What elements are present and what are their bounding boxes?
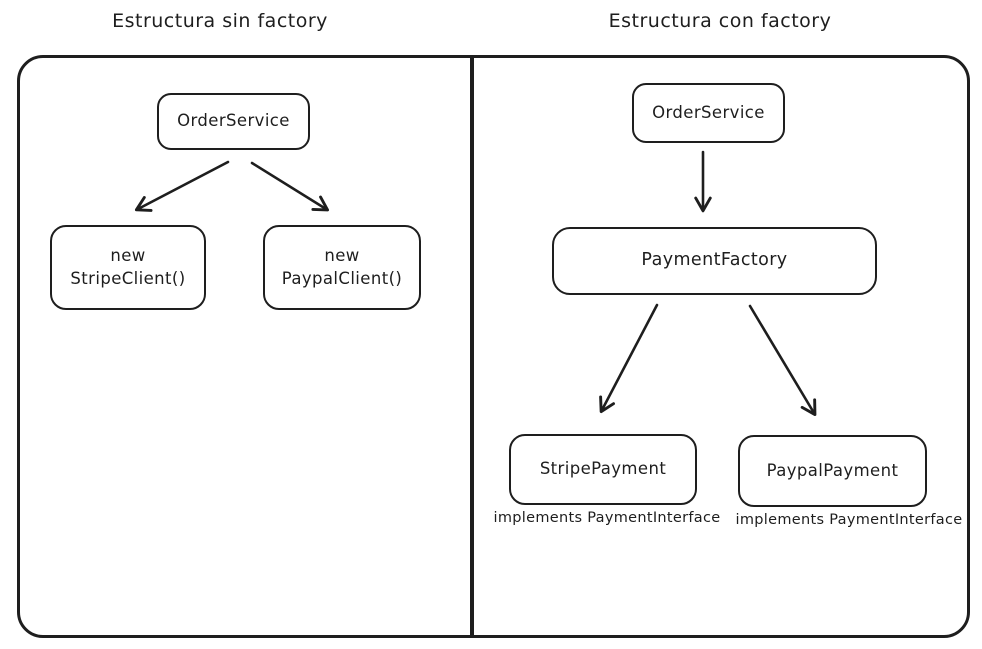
node-payment-factory-label: PaymentFactory — [641, 250, 788, 271]
node-order-service-right-label: OrderService — [652, 102, 765, 122]
node-order-service-left-label: OrderService — [177, 111, 290, 131]
paypal-payment-caption: implements PaymentInterface — [735, 512, 963, 528]
node-payment-factory: PaymentFactory — [552, 227, 877, 295]
node-new-paypal-client: new PaypalClient() — [263, 225, 421, 310]
node-stripe-payment: StripePayment — [509, 434, 697, 505]
stripe-payment-caption: implements PaymentInterface — [493, 510, 721, 526]
outer-frame — [17, 55, 970, 638]
node-order-service-left: OrderService — [157, 93, 310, 150]
node-new-paypal-client-line1: new — [324, 246, 360, 266]
node-new-stripe-client: new StripeClient() — [50, 225, 206, 310]
panel-divider — [470, 57, 474, 636]
left-panel-title: Estructura sin factory — [112, 10, 328, 32]
node-new-paypal-client-line2: PaypalClient() — [281, 268, 403, 288]
right-panel-title: Estructura con factory — [608, 10, 832, 32]
node-stripe-payment-label: StripePayment — [539, 459, 667, 479]
node-paypal-payment-label: PaypalPayment — [766, 460, 899, 480]
node-new-stripe-client-line2: StripeClient() — [70, 268, 186, 288]
node-paypal-payment: PaypalPayment — [738, 435, 927, 507]
node-new-stripe-client-line1: new — [110, 246, 146, 266]
node-order-service-right: OrderService — [632, 83, 785, 143]
